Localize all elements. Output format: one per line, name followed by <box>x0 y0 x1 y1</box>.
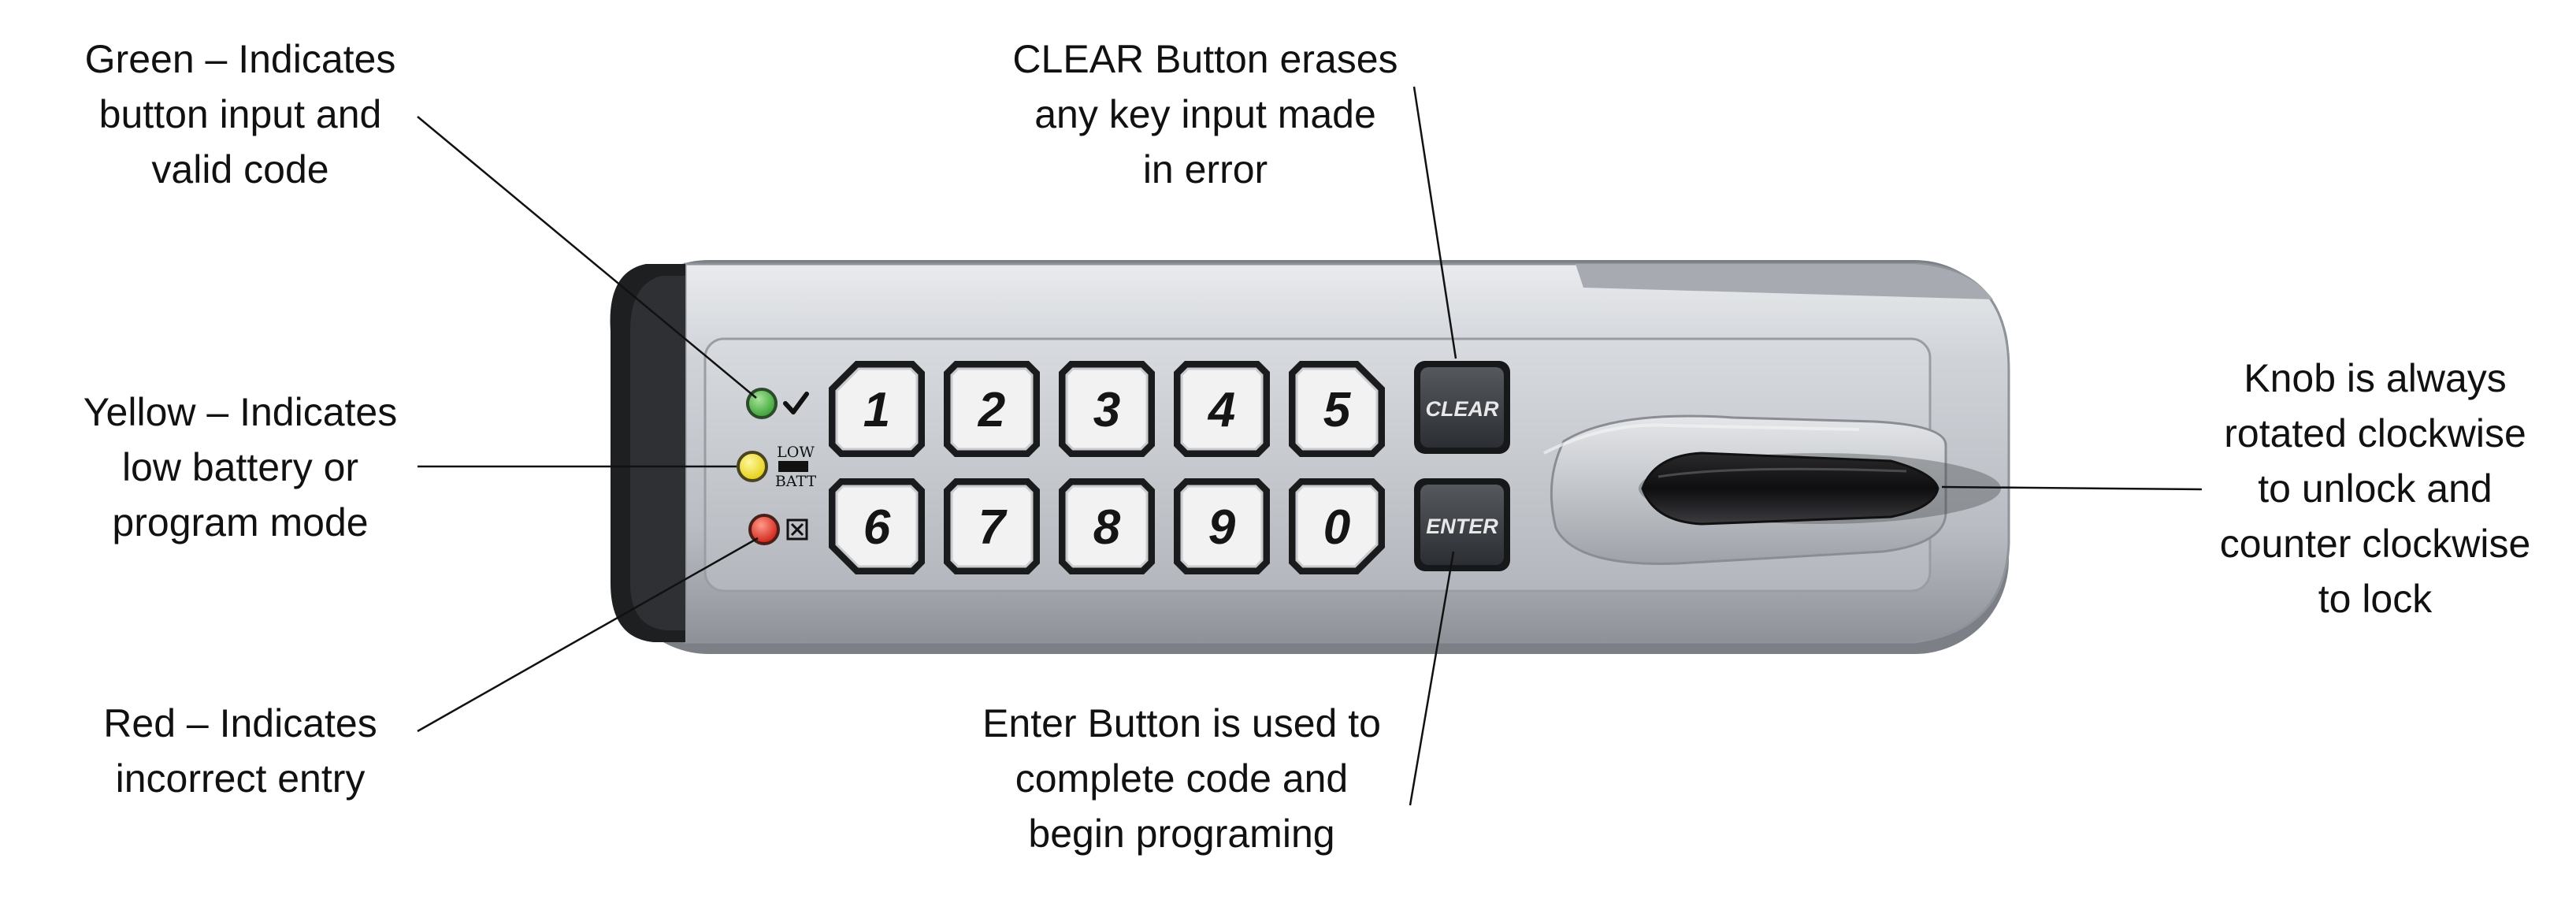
clear-annotation-line-2: any key input made <box>1034 92 1376 136</box>
battery-icon <box>778 461 808 472</box>
clear-annotation-line-1: CLEAR Button erases <box>1012 37 1398 81</box>
key-8[interactable]: 8 <box>1059 478 1155 574</box>
enter-annotation-line-3: begin programing <box>1028 812 1335 856</box>
key-2-label: 2 <box>978 383 1005 437</box>
key-2[interactable]: 2 <box>944 361 1040 457</box>
key-7-label: 7 <box>978 500 1008 555</box>
green-annotation-line-3: valid code <box>151 147 329 191</box>
key-0-label: 0 <box>1323 500 1350 555</box>
key-7[interactable]: 7 <box>944 478 1040 574</box>
knob-annotation: Knob is always rotated clockwise to unlo… <box>2190 351 2560 626</box>
key-3[interactable]: 3 <box>1059 361 1155 457</box>
knob-window <box>1641 452 1939 526</box>
low-batt-bottom-text: BATT <box>775 473 817 490</box>
key-1[interactable]: 1 <box>829 361 925 457</box>
red-leader-line <box>417 537 759 733</box>
housing-step <box>1576 264 1993 299</box>
knob-annotation-line-3: to unlock and <box>2258 466 2492 511</box>
knob-annotation-line-4: counter clockwise <box>2219 522 2531 566</box>
clear-key-label: CLEAR <box>1426 397 1499 421</box>
knob-annotation-line-1: Knob is always <box>2244 356 2507 400</box>
clear-leader-line <box>1412 86 1457 359</box>
green-annotation-line-2: button input and <box>98 92 382 136</box>
enter-key[interactable]: ENTER <box>1414 478 1510 571</box>
yellow-annotation-line-1: Yellow – Indicates <box>83 390 398 434</box>
key-4-label: 4 <box>1207 383 1235 437</box>
end-cap-inner <box>630 276 685 630</box>
enter-leader-line <box>1409 551 1455 806</box>
clear-key[interactable]: CLEAR <box>1414 361 1510 454</box>
red-annotation-line-2: incorrect entry <box>115 756 366 801</box>
yellow-annotation-line-3: program mode <box>112 500 369 544</box>
key-6[interactable]: 6 <box>829 478 925 574</box>
red-annotation: Red – Indicates incorrect entry <box>32 696 449 806</box>
enter-annotation-line-1: Enter Button is used to <box>982 701 1381 745</box>
key-9-label: 9 <box>1208 500 1236 555</box>
leader-lines <box>417 86 2203 806</box>
knob-annotation-line-5: to lock <box>2318 577 2433 621</box>
key-5-label: 5 <box>1323 383 1352 437</box>
key-0[interactable]: 0 <box>1289 478 1385 574</box>
knob[interactable] <box>1543 414 2001 565</box>
enter-annotation-line-2: complete code and <box>1015 756 1349 801</box>
green-leader-line <box>417 116 757 399</box>
clear-annotation: CLEAR Button erases any key input made i… <box>961 32 1449 197</box>
clear-annotation-line-3: in error <box>1142 147 1268 191</box>
green-annotation-line-1: Green – Indicates <box>84 37 396 81</box>
key-1-label: 1 <box>863 383 890 437</box>
yellow-annotation-line-2: low battery or <box>121 445 359 489</box>
enter-key-label: ENTER <box>1426 515 1498 538</box>
key-3-label: 3 <box>1093 383 1120 437</box>
key-9[interactable]: 9 <box>1174 478 1270 574</box>
yellow-annotation: Yellow – Indicates low battery or progra… <box>32 385 449 550</box>
number-keys: 1 2 3 4 5 6 7 8 9 0 <box>829 361 1385 574</box>
red-annotation-line-1: Red – Indicates <box>103 701 377 745</box>
knob-annotation-line-2: rotated clockwise <box>2224 411 2526 455</box>
yellow-led <box>737 451 768 482</box>
low-batt-top-text: LOW <box>777 444 815 461</box>
key-4[interactable]: 4 <box>1174 361 1270 457</box>
check-icon <box>783 392 809 414</box>
key-6-label: 6 <box>863 500 891 555</box>
green-annotation: Green – Indicates button input and valid… <box>32 32 449 197</box>
key-8-label: 8 <box>1093 500 1121 555</box>
knob-leader-line <box>1941 485 2203 491</box>
key-5[interactable]: 5 <box>1289 361 1385 457</box>
red-led <box>748 514 780 545</box>
enter-annotation: Enter Button is used to complete code an… <box>914 696 1449 861</box>
error-box-icon <box>786 518 808 541</box>
